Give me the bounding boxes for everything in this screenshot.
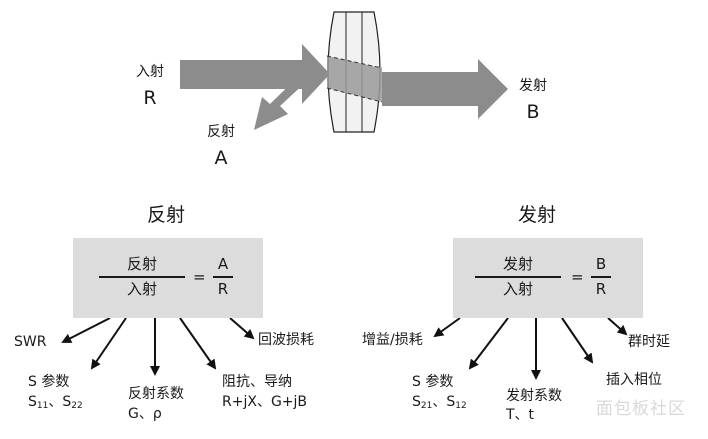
transmitted-arrow	[382, 59, 508, 119]
refl-coeff-symbols: G、ρ	[128, 406, 162, 422]
insertion-phase-label: 插入相位	[606, 372, 662, 388]
lens-dut	[326, 11, 383, 133]
arrow-to-return-loss	[229, 317, 255, 340]
transmission-numerator: 发射	[502, 255, 533, 273]
impedance-title: 阻抗、导纳	[222, 374, 292, 390]
transmission-ratio: B R	[591, 255, 611, 298]
trans-coeff-title: 发射系数	[506, 388, 562, 404]
arrow-to-swr	[61, 317, 111, 343]
arrow-to-group-delay	[607, 317, 628, 336]
arrow-to-gain-loss	[433, 317, 461, 338]
s-params-trans-values: S21、S12	[412, 394, 467, 411]
transmission-ratio-num: B	[595, 255, 607, 273]
watermark: 面包板社区	[596, 399, 686, 419]
s-params-refl-values: S11、S22	[28, 394, 83, 411]
trans-coeff-symbols: T、t	[506, 407, 535, 423]
reflection-ratio-den: R	[217, 279, 229, 298]
swr-label: SWR	[14, 334, 47, 350]
arrow-to-s-params-trans	[468, 317, 509, 370]
reflection-denominator: 入射	[126, 279, 157, 298]
gain-loss-label: 增益/损耗	[362, 332, 423, 348]
transmission-ratio-den: R	[595, 279, 607, 298]
arrow-to-impedance	[179, 317, 217, 370]
reflection-heading: 反射	[147, 204, 186, 226]
arrow-to-insertion-phase	[561, 317, 594, 364]
transmission-denominator: 入射	[502, 279, 533, 298]
incident-label: 入射	[136, 64, 164, 80]
return-loss-label: 回波损耗	[258, 332, 314, 348]
s-params-trans-title: S 参数	[412, 374, 454, 390]
reflection-ratio-num: A	[217, 255, 229, 273]
transmission-fraction: 发射 入射	[475, 255, 561, 298]
transmission-formula-box: 发射 入射 = B R	[453, 238, 643, 318]
s-params-refl-title: S 参数	[28, 374, 70, 390]
reflected-label: 反射	[207, 124, 235, 140]
group-delay-label: 群时延	[628, 334, 670, 350]
impedance-values: R+jX、G+jB	[222, 394, 308, 410]
reflection-equals: =	[193, 268, 206, 286]
reflection-numerator: 反射	[126, 255, 157, 273]
transmitted-symbol: B	[526, 101, 540, 123]
incident-symbol: R	[143, 87, 157, 109]
transmitted-label: 发射	[519, 78, 547, 94]
reflection-ratio: A R	[213, 255, 233, 298]
reflected-arrow	[254, 65, 320, 130]
transmission-equals: =	[571, 268, 584, 286]
reflected-symbol: A	[214, 147, 228, 169]
refl-coeff-title: 反射系数	[128, 386, 184, 402]
reflection-fraction: 反射 入射	[99, 255, 185, 298]
arrow-to-s-params-refl	[90, 317, 127, 370]
reflection-formula-box: 反射 入射 = A R	[73, 238, 263, 318]
transmission-heading: 发射	[518, 204, 557, 226]
